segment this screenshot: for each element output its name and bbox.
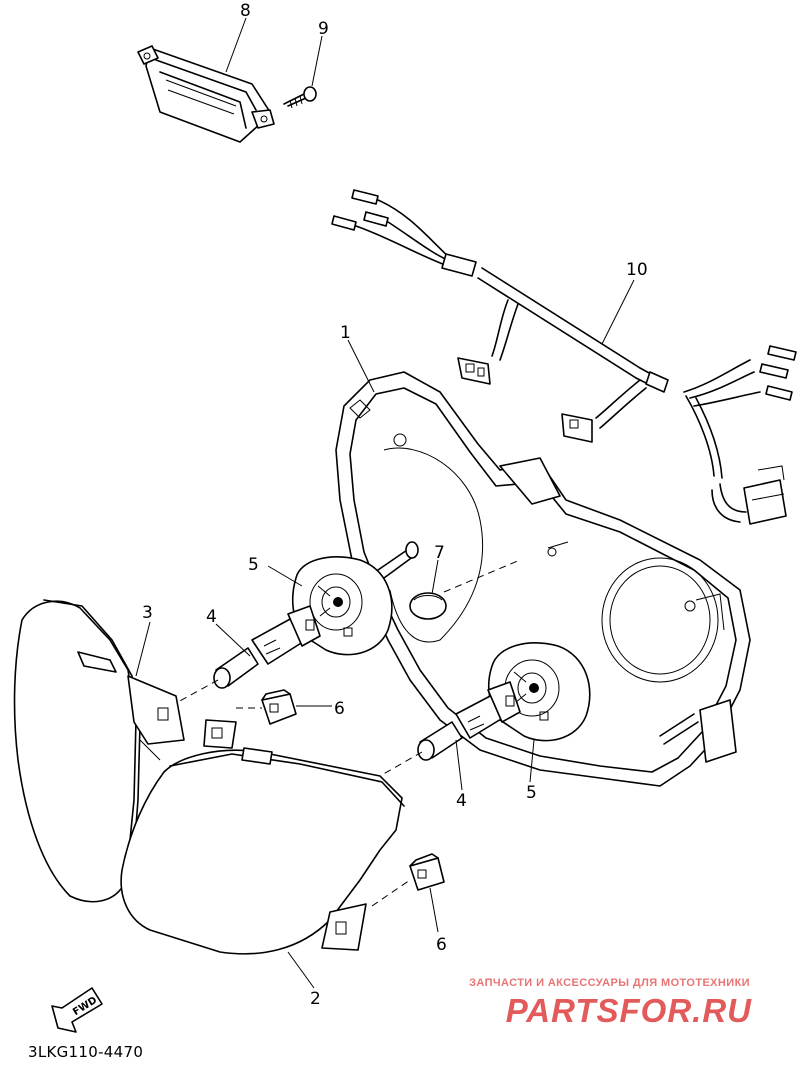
part-4-bulb-lower[interactable]: [417, 681, 521, 761]
callout-5-lower: 5: [526, 783, 537, 803]
assembly-lines: [177, 559, 521, 907]
part-9-screw[interactable]: [283, 86, 317, 109]
watermark-tagline: ЗАПЧАСТИ И АКСЕССУАРЫ ДЛЯ МОТОТЕХНИКИ: [469, 977, 750, 989]
part-8-lamp-cover[interactable]: [137, 45, 275, 143]
callout-4-lower: 4: [456, 791, 467, 811]
callout-9: 9: [318, 19, 329, 39]
part-6-clip-upper[interactable]: [261, 689, 297, 725]
part-2-right-lens[interactable]: [120, 719, 405, 955]
callout-1: 1: [340, 323, 351, 343]
callout-4-upper: 4: [206, 607, 217, 627]
callout-5-upper: 5: [248, 555, 259, 575]
callout-8: 8: [240, 1, 251, 21]
part-4-bulb-upper[interactable]: [213, 605, 321, 689]
callout-labels: 8 9 10 1 3 4 5 7 6 4 5 6 2: [142, 1, 648, 1009]
part-7-plug[interactable]: [409, 592, 447, 620]
callout-10: 10: [626, 260, 648, 280]
leader-lines: [135, 17, 635, 989]
watermark-brand: PARTSFOR.RU: [505, 992, 752, 1029]
callout-7: 7: [434, 543, 445, 563]
part-3-left-lens[interactable]: [13, 599, 185, 903]
fwd-arrow-icon: FWD: [51, 987, 103, 1033]
callout-3: 3: [142, 603, 153, 623]
callout-6-lower: 6: [436, 935, 447, 955]
part-6-clip-lower[interactable]: [409, 853, 445, 891]
part-1-headlight-housing[interactable]: [335, 371, 751, 787]
callout-2: 2: [310, 989, 321, 1009]
callout-6-upper: 6: [334, 699, 345, 719]
part-10-wiring-harness[interactable]: [331, 189, 797, 525]
drawing-code: 3LKG110-4470: [28, 1043, 144, 1061]
